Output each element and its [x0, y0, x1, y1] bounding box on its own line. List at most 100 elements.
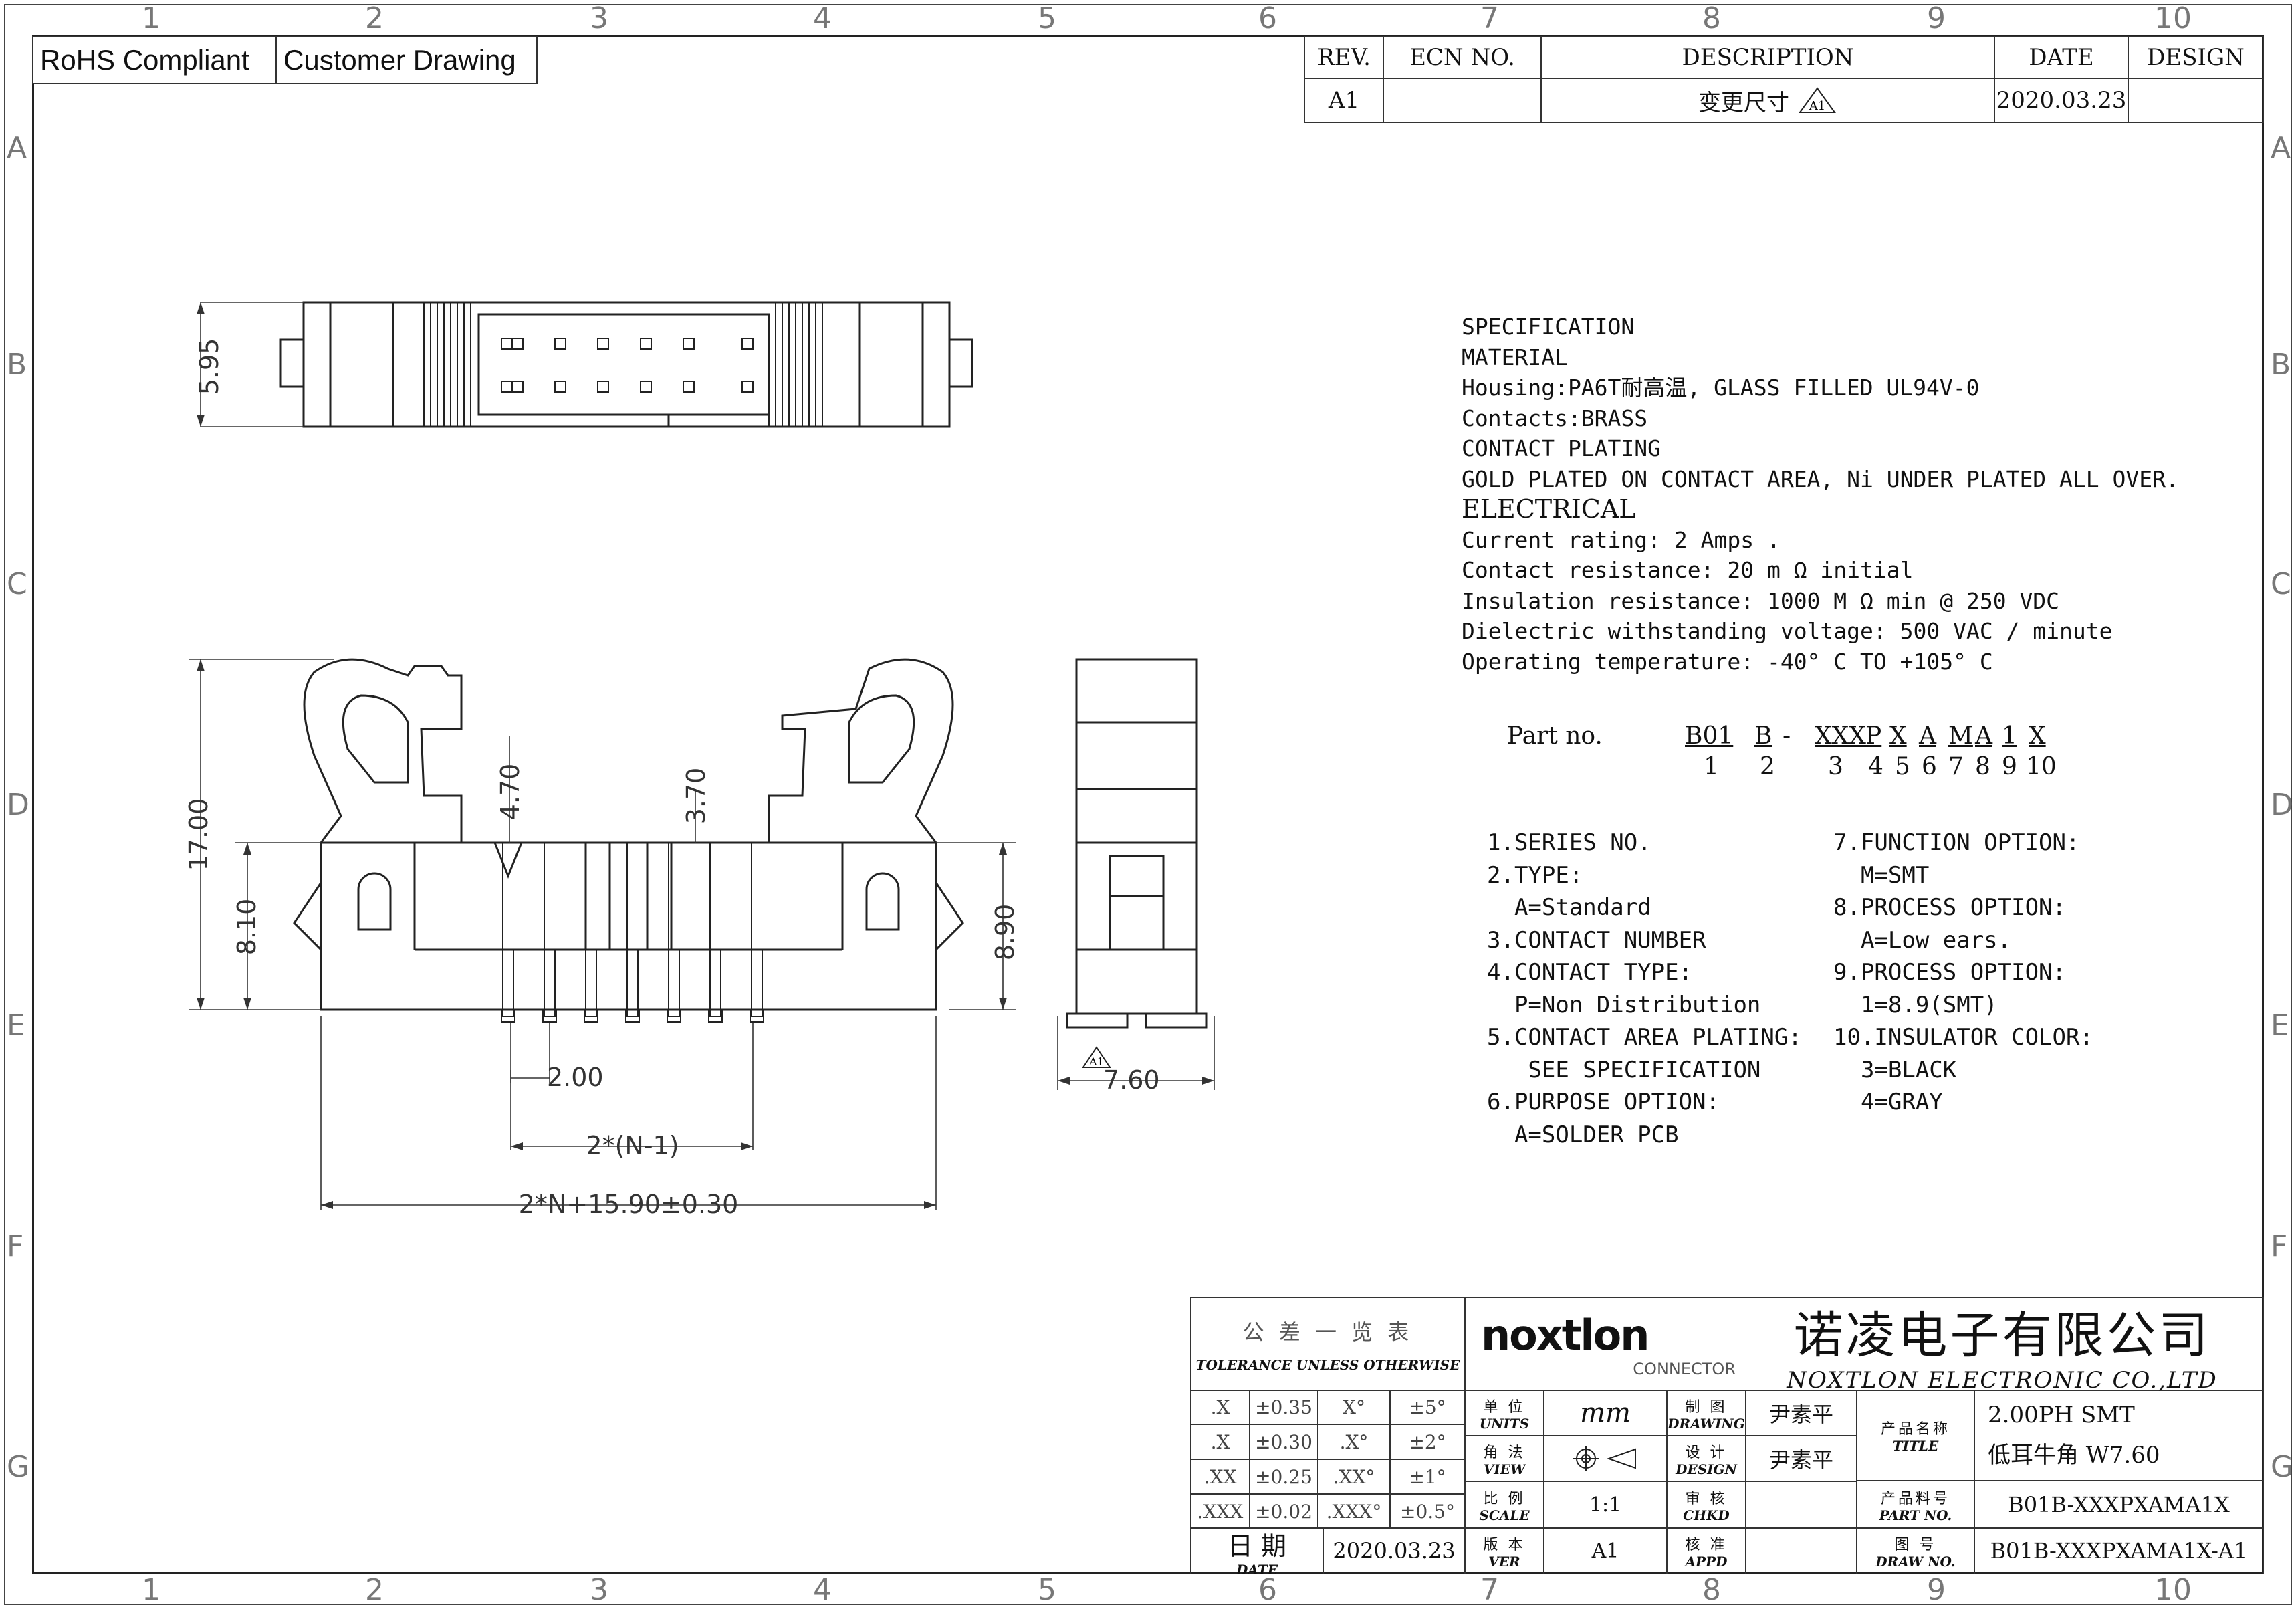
option-line: 10.INSULATOR COLOR: [1833, 1024, 2093, 1051]
tolerance-title-cn: 公 差 一 览 表 [1242, 1319, 1413, 1345]
contact-pin [668, 949, 680, 1017]
design-label-en: DESIGN [1676, 1461, 1737, 1477]
sheet-inner-frame [32, 35, 2264, 1574]
zone-column-label: 4 [813, 1573, 832, 1607]
zone-row-label: G [7, 1450, 30, 1484]
zone-row-label: C [2271, 567, 2291, 601]
scale-label-en: SCALE [1479, 1507, 1530, 1523]
top-view [279, 301, 973, 428]
zone-row-label: D [2271, 788, 2293, 822]
pin-square [501, 338, 513, 350]
zone-column-label: 8 [1702, 1, 1721, 35]
zone-column-label: 1 [142, 1573, 160, 1607]
zone-row-label: F [2271, 1229, 2288, 1263]
pin-square [501, 381, 513, 393]
side-view [1066, 658, 1208, 1029]
drawno-label-en: DRAW NO. [1875, 1553, 1956, 1570]
pin-square [741, 381, 754, 393]
tolerance-cell: .X [1190, 1424, 1250, 1459]
pin-square [597, 338, 609, 350]
spec-line: GOLD PLATED ON CONTACT AREA, Ni UNDER PL… [1462, 465, 2179, 492]
design-value: 尹素平 [1745, 1435, 1857, 1482]
zone-row-label: B [7, 348, 27, 382]
part-number-segment: XXX [1815, 722, 1866, 750]
customer-drawing-badge: Customer Drawing [275, 36, 538, 84]
drawno-value: B01B-XXXPXAMA1X-A1 [1974, 1527, 2264, 1574]
pin-foot [708, 1009, 723, 1023]
part-number-index: 4 [1868, 753, 1883, 780]
part-number-segment: P [1865, 722, 1882, 750]
spec-line: Contact resistance: 20 m Ω initial [1462, 557, 1914, 583]
zone-column-label: 3 [590, 1, 608, 35]
title-label-en: TITLE [1892, 1438, 1939, 1454]
scale-value: 1:1 [1543, 1481, 1668, 1529]
tolerance-cell: .X° [1317, 1424, 1391, 1459]
zone-column-label: 10 [2154, 1573, 2192, 1607]
dim-body-height: 8.10 [232, 899, 261, 956]
option-line: 4.CONTACT TYPE: [1487, 959, 1693, 986]
title-value-line: 低耳牛角 W7.60 [1988, 1441, 2160, 1469]
rohs-badge: RoHS Compliant [32, 36, 277, 84]
title-block: 公 差 一 览 表 TOLERANCE UNLESS OTHERWISE .X±… [1190, 1297, 2264, 1578]
part-number-index: 10 [2026, 753, 2057, 780]
part-number-index: 5 [1895, 753, 1910, 780]
tolerance-cell: .XX° [1317, 1459, 1391, 1494]
chkd-value [1745, 1481, 1857, 1529]
dim-overall-length: 2*N+15.90±0.30 [519, 1190, 739, 1219]
zone-row-label: D [7, 788, 29, 822]
revision-triangle-icon: A1 [1799, 87, 1836, 113]
zone-column-label: 4 [813, 1, 832, 35]
part-number-segment: X [2029, 722, 2046, 750]
part-number-index: 9 [2002, 753, 2017, 780]
svg-text:A1: A1 [1809, 99, 1825, 113]
contact-pin [544, 949, 556, 1017]
option-line: 1=8.9(SMT) [1833, 991, 1998, 1018]
design-label-cn: 设 计 [1685, 1444, 1728, 1461]
partno-label-cn: 产品料号 [1880, 1491, 1950, 1507]
tolerance-cell: ±0.30 [1249, 1424, 1318, 1459]
appd-label-en: APPD [1685, 1553, 1728, 1570]
part-number-index: 8 [1975, 753, 1990, 780]
partno-value: B01B-XXXPXAMA1X [1974, 1481, 2264, 1529]
date-label-en: DATE [1236, 1561, 1278, 1578]
company-area: 诺凌电子有限公司 NOXTLON ELECTRONIC CO.,LTD [1741, 1297, 2264, 1394]
part-number-segment: - [1783, 722, 1791, 750]
option-line: 6.PURPOSE OPTION: [1487, 1089, 1720, 1115]
units-value: mm [1543, 1390, 1668, 1436]
title-value-line: 2.00PH SMT [1988, 1401, 2135, 1428]
dimension-arrows [197, 302, 1214, 1209]
dim-latch-gap: 4.70 [495, 764, 525, 821]
title-value: 2.00PH SMT 低耳牛角 W7.60 [1974, 1390, 2264, 1481]
description-header: DESCRIPTION [1540, 36, 1995, 79]
tolerance-title-en: TOLERANCE UNLESS OTHERWISE [1195, 1357, 1460, 1373]
option-line: 9.PROCESS OPTION: [1833, 959, 2066, 986]
zone-column-label: 10 [2154, 1, 2192, 35]
option-line: A=Low ears. [1833, 926, 2012, 954]
spec-line: Housing:PA6T耐高温, GLASS FILLED UL94V-0 [1462, 374, 1980, 401]
side-revision-triangle-icon: A1 [1082, 1046, 1111, 1068]
pin-square [741, 338, 754, 350]
zone-column-label: 8 [1702, 1573, 1721, 1607]
part-number-index: 7 [1948, 753, 1964, 780]
part-number-index: 6 [1922, 753, 1937, 780]
pin-foot [667, 1009, 681, 1023]
pin-foot [501, 1009, 515, 1023]
drawno-label-cn: 图 号 [1894, 1537, 1937, 1553]
contact-pin [709, 949, 721, 1017]
part-number-index: 1 [1704, 753, 1719, 780]
part-number-segment: M [1948, 722, 1973, 750]
tolerance-cell: ±0.25 [1249, 1459, 1318, 1494]
pin-foot [625, 1009, 640, 1023]
tolerance-cell: ±0.5° [1389, 1494, 1466, 1529]
spec-line: MATERIAL [1462, 344, 1568, 370]
part-number-segment: X [1889, 722, 1907, 750]
zone-row-label: E [7, 1008, 25, 1043]
zone-row-label: A [7, 131, 27, 165]
tolerance-cell: ±2° [1389, 1424, 1466, 1459]
